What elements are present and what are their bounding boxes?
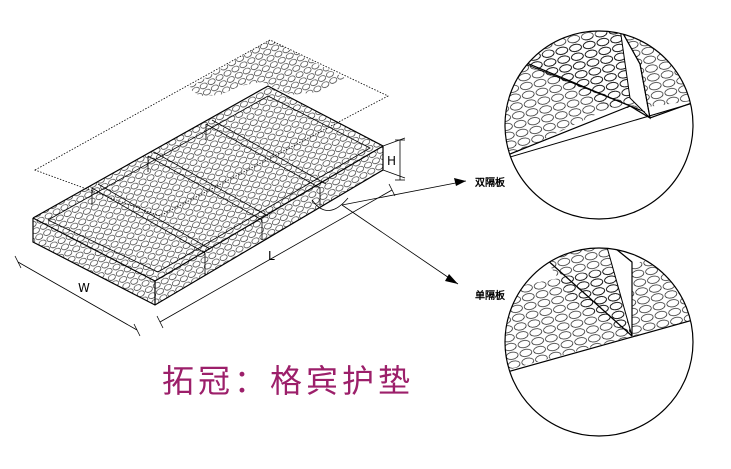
lid-mesh-patch <box>188 40 345 96</box>
double-diaphragm-detail <box>504 30 694 220</box>
length-dimension: L <box>156 183 396 329</box>
caption-title: 拓冠：格宾护垫 <box>162 362 414 400</box>
mattress-lid <box>34 39 389 217</box>
height-dimension: H <box>382 137 406 181</box>
double-diaphragm-label: 双隔板 <box>475 176 506 189</box>
dim-w-label: W <box>78 281 90 295</box>
dim-h-label: H <box>387 154 396 168</box>
single-diaphragm-detail <box>504 247 694 437</box>
leader-arrows <box>341 178 467 285</box>
width-dimension: W <box>14 255 141 337</box>
dim-l-label: L <box>268 249 275 263</box>
detail-callout-arc <box>311 197 349 211</box>
mattress-body <box>32 85 384 306</box>
diaphragms <box>91 119 327 275</box>
single-diaphragm-label: 单隔板 <box>475 289 506 302</box>
